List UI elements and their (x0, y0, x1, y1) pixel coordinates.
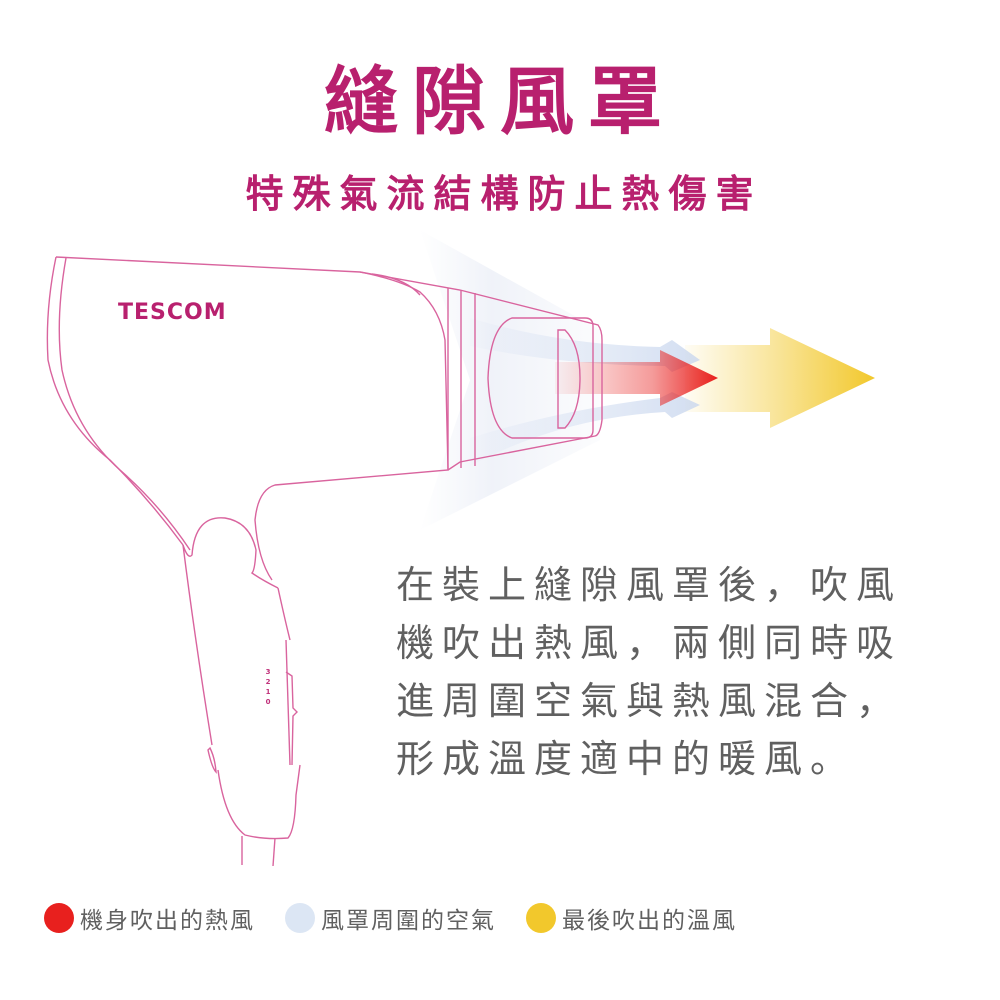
legend-item-hot-air: 機身吹出的熱風 (44, 901, 255, 935)
page-title: 縫隙風罩 (324, 59, 676, 145)
speed-label: 3 (265, 668, 271, 676)
speed-label: 2 (265, 678, 271, 686)
page-subtitle: 特殊氣流結構防止熱傷害 (245, 171, 763, 216)
airflow-beam (420, 230, 600, 530)
yellow-dot-icon (526, 903, 556, 933)
dryer-outline (46, 256, 603, 867)
hot-air-arrow (555, 350, 718, 406)
speed-switch-labels: 3 2 1 0 (263, 667, 273, 707)
description-line: 形成溫度適中的暖風。 (396, 737, 857, 781)
description-line: 機吹出熱風，兩側同時吸 (396, 621, 903, 665)
warm-air-arrow (685, 328, 875, 428)
legend-label: 風罩周圍的空氣 (321, 908, 496, 934)
description-text: 在裝上縫隙風罩後，吹風 機吹出熱風，兩側同時吸 進周圍空氣與熱風混合， 形成溫度… (396, 556, 903, 788)
ambient-air-arrows (470, 318, 700, 466)
legend: 機身吹出的熱風 風罩周圍的空氣 最後吹出的溫風 (44, 901, 767, 935)
brand-logo: TESCOM (118, 300, 227, 325)
legend-label: 機身吹出的熱風 (80, 908, 255, 934)
legend-label: 最後吹出的溫風 (562, 908, 737, 934)
legend-item-warm-air: 最後吹出的溫風 (526, 901, 737, 935)
red-dot-icon (44, 903, 74, 933)
speed-label: 0 (265, 698, 271, 706)
speed-label: 1 (265, 688, 271, 696)
legend-item-ambient-air: 風罩周圍的空氣 (285, 901, 496, 935)
description-line: 在裝上縫隙風罩後，吹風 (396, 563, 903, 607)
description-line: 進周圍空氣與熱風混合， (396, 679, 903, 723)
blue-dot-icon (285, 903, 315, 933)
